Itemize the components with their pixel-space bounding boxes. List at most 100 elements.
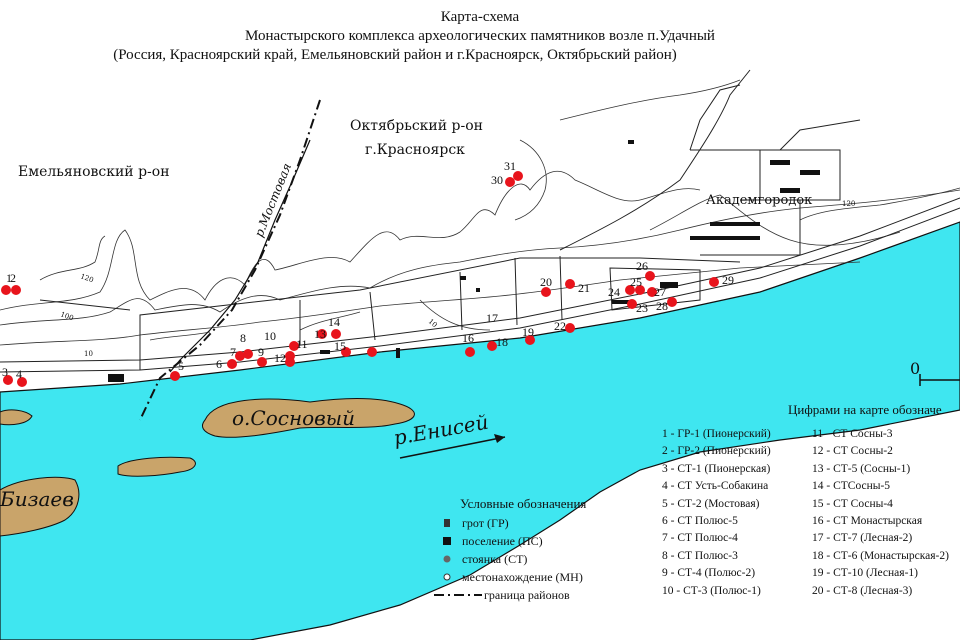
legend-label-settlement: поселение (ПС) [462,533,543,548]
site-marker-30 [505,177,515,187]
site-marker-7 [235,351,245,361]
site-marker-15 [341,347,351,357]
site-list-entry: 2 - ГР-2 (Пионерский) [662,445,771,458]
site-marker-16 [367,347,377,357]
legend: Условные обозначения грот (ГР) поселение… [432,496,586,604]
site-marker-8 [243,349,253,359]
island-sosnovy [202,398,415,438]
site-number-label: 15 [334,339,346,353]
site-number-label: 17 [486,311,498,325]
site-number-label: 11 [296,337,308,351]
site-marker-9 [257,357,267,367]
site-number-label: 27 [654,285,666,299]
site-number-label: 21 [578,281,590,295]
site-list-entry: 13 - СТ-5 (Сосны-1) [812,462,911,475]
site-marker-22 [565,323,575,333]
site-list-entry: 12 - СТ Сосны-2 [812,445,893,458]
site-list-entry: 19 - СТ-10 (Лесная-1) [812,567,918,580]
title-line-3: (Россия, Красноярский край, Емельяновски… [113,47,677,63]
site-list-entry: 4 - СТ Усть-Собакина [662,480,769,493]
label-contour-120b: 120 [842,200,855,208]
settlement-icon [443,537,451,545]
river-yenisei [0,221,960,640]
site-number-label: 4 [16,367,22,381]
legend-item-settlement: поселение (ПС) [432,532,586,550]
site-number-label: 5 [178,359,184,373]
site-list-column-1: 1 - ГР-1 (Пионерский) 2 - ГР-2 (Пионерски… [662,426,771,600]
site-list-entry: 9 - СТ-4 (Полюс-2) [662,567,756,580]
site-marker-14 [331,329,341,339]
site-marker-31 [513,171,523,181]
district-boundary [139,99,321,421]
scale-zero: 0 [910,359,920,378]
site-marker-26 [645,271,655,281]
site-number-label: 14 [328,315,340,329]
buildings [108,140,820,382]
site-list-entry: 15 - СТ Сосны-4 [812,497,893,510]
grotto-icon [444,519,450,527]
site-marker-24 [625,285,635,295]
site-marker-28 [667,297,677,307]
site-marker-5 [170,371,180,381]
site-list-entry: 18 - СТ-6 (Монастырская-2) [812,549,949,562]
label-river-mostovaya: р.Мостовая [252,161,294,239]
site-marker-11 [289,341,299,351]
legend-heading: Условные обозначения [460,496,587,511]
site-marker-2 [11,285,21,295]
site-number-label: 24 [608,285,620,299]
site-list-entry: 11 - СТ Сосны-3 [812,428,893,440]
label-district-right-1: Октябрьский р-он [350,118,483,134]
site-list-entry: 17 - СТ-7 (Лесная-2) [812,532,913,545]
site-list-column-2: 11 - СТ Сосны-3 12 - СТ Сосны-2 13 - СТ-5 … [812,426,949,600]
site-list-entry: 5 - СТ-2 (Мостовая) [662,497,760,510]
site-number-label: 13 [314,327,326,341]
site-list-entry: 1 - ГР-1 (Пионерский) [662,428,771,440]
island-bizaev [0,476,80,537]
campsite-icon [443,555,451,563]
site-marker-17 [487,341,497,351]
legend-label-findspot: местонахождение (МН) [462,569,583,584]
site-number-label: 25 [630,275,642,289]
label-contour-100: 100 [59,310,74,322]
site-marker-20 [541,287,551,297]
island-small-left [0,409,33,426]
site-marker-21 [565,279,575,289]
label-island-bizaev: Бизаев [0,487,74,511]
site-number-label: 16 [462,331,474,345]
site-number-label: 19 [522,325,534,339]
site-number-label: 29 [722,273,734,287]
river-mostovaya [169,139,311,373]
site-marker-1 [1,285,11,295]
site-list-entry: 14 - СТСосны-5 [812,480,891,493]
site-marker-13 [317,329,327,339]
label-contour-120a: 120 [79,272,94,284]
site-number-label: 18 [496,335,508,349]
label-district-right-2: г.Красноярск [365,142,465,158]
site-list-entry: 8 - СТ Полюс-3 [662,549,738,562]
site-number-label: 20 [540,275,552,289]
site-marker-18 [465,347,475,357]
site-list-entry: 3 - СТ-1 (Пионерская) [662,462,771,475]
site-number-label: 30 [491,173,503,187]
site-number-label: 23 [636,301,648,315]
site-list-entry: 20 - СТ-8 (Лесная-3) [812,584,913,597]
site-number-label: 22 [554,319,566,333]
legend-item-campsite: стоянка (СТ) [432,550,586,568]
site-marker-4 [17,377,27,387]
site-number-label: 10 [264,329,276,343]
site-number-label: 26 [636,259,648,273]
site-marker-27 [647,287,657,297]
findspot-icon [443,573,451,581]
site-number-label: 3 [2,365,8,379]
site-number-label: 2 [10,271,16,285]
label-akademgorodok: Академгородок [706,193,812,208]
legend-label-grotto: грот (ГР) [462,515,509,530]
title-line-1: Карта-схема [440,9,520,25]
site-list-heading: Цифрами на карте обозначе [788,402,942,417]
site-marker-23 [627,299,637,309]
map-title: Карта-схема Монастырского комплекса архе… [0,8,960,65]
island-small-center [117,456,196,477]
site-number-label: 28 [656,299,668,313]
